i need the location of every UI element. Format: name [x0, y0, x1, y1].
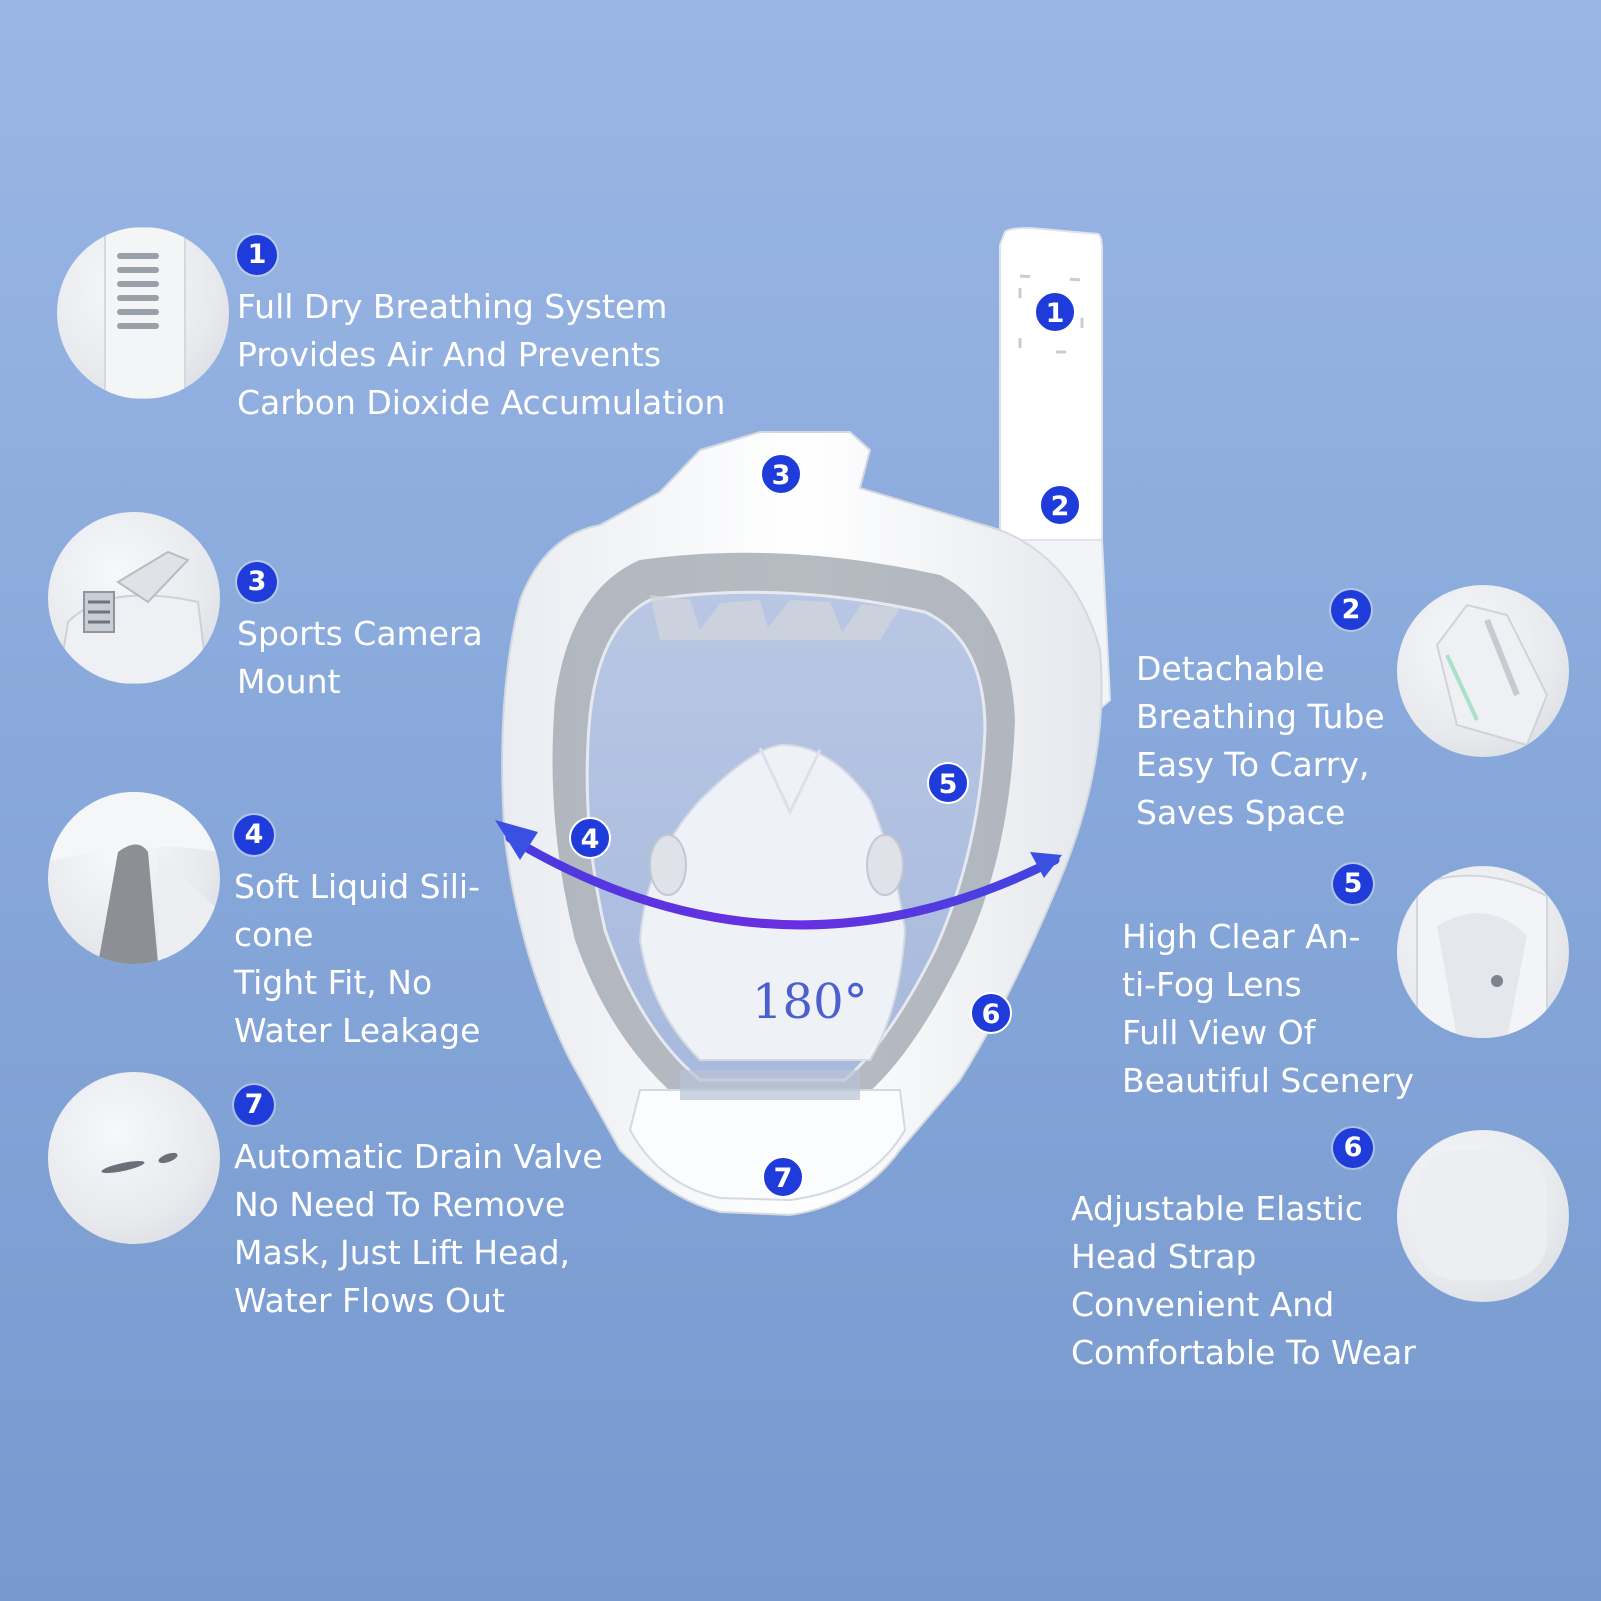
feature-line: Automatic Drain Valve	[234, 1137, 603, 1176]
feature-line: Saves Space	[1136, 793, 1346, 832]
thumb-tube-clip	[1397, 585, 1569, 757]
svg-text:3: 3	[772, 460, 791, 491]
svg-text:7: 7	[774, 1163, 793, 1194]
badge-7: 7	[234, 1085, 274, 1125]
feature-line: Soft Liquid Sili-	[234, 867, 480, 906]
svg-text:6: 6	[982, 999, 1001, 1030]
feature-line: High Clear An-	[1122, 917, 1361, 956]
feature-silicone: 4 Soft Liquid Sili- cone Tight Fit, No W…	[234, 808, 480, 1055]
view-angle-arrow	[495, 820, 1062, 930]
head-strap-icon	[1417, 1150, 1547, 1280]
thumb-camera-mount	[48, 512, 220, 684]
feature-line: Detachable	[1136, 649, 1325, 688]
badge-5: 5	[1333, 864, 1373, 904]
thumb-drain-valve	[48, 1072, 220, 1244]
dry-top-vent-icon	[104, 227, 186, 399]
camera-mount-icon	[56, 550, 210, 684]
feature-line: Provides Air And Prevents	[237, 335, 662, 374]
feature-line: Comfortable To Wear	[1071, 1333, 1416, 1372]
feature-antifog-lens: High Clear An- ti-Fog Lens Full View Of …	[1122, 913, 1414, 1105]
feature-line: Mount	[237, 662, 341, 701]
feature-line: Convenient And	[1071, 1285, 1335, 1324]
feature-line: No Need To Remove	[234, 1185, 566, 1224]
svg-text:1: 1	[1046, 298, 1065, 329]
tube-clip-icon	[1435, 603, 1549, 747]
feature-line: Carbon Dioxide Accumulation	[237, 383, 726, 422]
feature-line: ti-Fog Lens	[1122, 965, 1302, 1004]
feature-line: Head Strap	[1071, 1237, 1257, 1276]
mask-badge-1: 1	[1034, 291, 1076, 333]
mask-badge-2: 2	[1039, 484, 1081, 526]
thumb-silicone-seal	[48, 792, 220, 964]
feature-line: Easy To Carry,	[1136, 745, 1370, 784]
badge-2: 2	[1331, 590, 1371, 630]
silicone-seal-icon	[48, 792, 220, 964]
feature-line: cone	[234, 915, 314, 954]
thumb-dry-top-vent	[57, 227, 229, 399]
mask-badge-5: 5	[927, 762, 969, 804]
feature-line: Adjustable Elastic	[1071, 1189, 1363, 1228]
feature-line: Tight Fit, No	[234, 963, 433, 1002]
feature-line: Mask, Just Lift Head,	[234, 1233, 571, 1272]
feature-dry-breathing: 1 Full Dry Breathing System Provides Air…	[237, 228, 725, 427]
feature-line: Breathing Tube	[1136, 697, 1385, 736]
svg-text:2: 2	[1051, 491, 1070, 522]
mask-frame	[501, 431, 1103, 1217]
feature-line: Beautiful Scenery	[1122, 1061, 1415, 1100]
mask-badge-7: 7	[762, 1156, 804, 1198]
svg-text:4: 4	[581, 824, 600, 855]
lens-side-icon	[1416, 874, 1548, 1038]
feature-line: Full View Of	[1122, 1013, 1316, 1052]
feature-line: Water Leakage	[234, 1011, 481, 1050]
feature-line: Sports Camera	[237, 614, 483, 653]
feature-detachable-tube: Detachable Breathing Tube Easy To Carry,…	[1136, 645, 1385, 837]
mask-badge-3: 3	[760, 453, 802, 495]
feature-head-strap: Adjustable Elastic Head Strap Convenient…	[1071, 1185, 1416, 1377]
thumb-lens-side	[1397, 866, 1569, 1038]
badge-3: 3	[237, 562, 277, 602]
drain-valve-icon	[101, 1152, 178, 1174]
badge-6: 6	[1333, 1128, 1373, 1168]
feature-line: Full Dry Breathing System	[237, 287, 668, 326]
badge-1: 1	[237, 235, 277, 275]
feature-line: Water Flows Out	[234, 1281, 505, 1320]
feature-camera-mount: 3 Sports Camera Mount	[237, 555, 483, 706]
feature-drain-valve: 7 Automatic Drain Valve No Need To Remov…	[234, 1078, 603, 1325]
mask-badge-6: 6	[970, 992, 1012, 1034]
thumb-head-strap	[1397, 1130, 1569, 1302]
mask-badge-4: 4	[569, 817, 611, 859]
svg-text:5: 5	[939, 769, 958, 800]
view-angle-label: 180°	[752, 974, 868, 1030]
mask-badges: 1 2 3 4 5 6 7	[569, 291, 1081, 1198]
badge-4: 4	[234, 815, 274, 855]
